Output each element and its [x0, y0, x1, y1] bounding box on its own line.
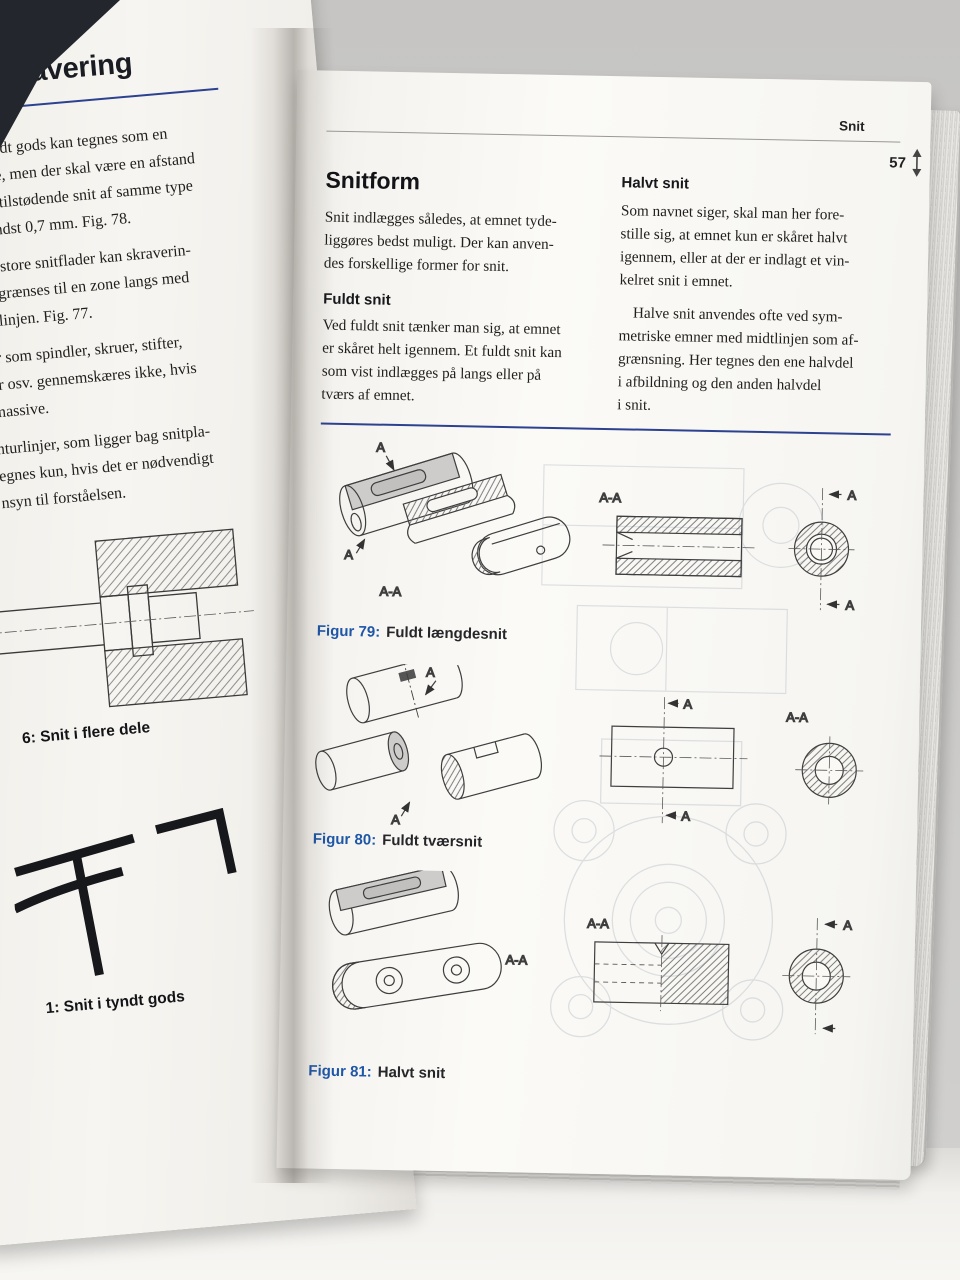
text-columns: Snitform Snit indlægges således, at emne… — [321, 167, 892, 422]
right-page: Snit 57 Snitform Snit indlægges således,… — [276, 70, 932, 1180]
shaft-with-slot — [328, 868, 459, 936]
cutting-plane-label-a: A — [681, 809, 690, 824]
left-page: vigelse a skravering i tyndt gods kan te… — [0, 0, 417, 1247]
cylinder-hatched-cut-face — [440, 733, 542, 800]
paragraph: i tyndt gods kan tegnes som en linje, me… — [0, 109, 310, 246]
cylinder-gray-cut-face — [315, 731, 410, 791]
figure-caption-text: Fuldt længdesnit — [385, 623, 508, 644]
cutting-plane-label-a: A — [391, 812, 400, 827]
figure-79-section-view: A-A A A — [599, 487, 858, 613]
intro-paragraph: Snit indlægges således, at emnet tyde- l… — [324, 206, 595, 280]
paragraph: Ved fuldt snit tænker man sig, at emnet … — [321, 314, 593, 411]
paragraph: Halve snit anvendes ofte ved sym- metris… — [617, 301, 889, 421]
text-line: tværs af emnet. — [321, 385, 415, 405]
cutting-plane-label-a: A — [847, 488, 856, 503]
section-divider-blue-rule — [320, 422, 891, 436]
figure-79-caption: Figur 79:Fuldt længdesnit — [317, 622, 507, 643]
figure-caption-number: Figur 79: — [316, 622, 381, 641]
cutting-plane-label-a: A — [426, 665, 435, 680]
cutting-plane-label-a: A — [845, 598, 854, 613]
half-shaft-hatched — [402, 473, 516, 544]
left-heading-rule — [0, 87, 219, 112]
section-label-aa: A-A — [379, 584, 401, 599]
figure-76-section-drawing — [0, 528, 254, 708]
figure-81-caption: Figur 81: Halvt snit — [308, 1062, 445, 1082]
section-label-aa: A-A — [786, 710, 808, 725]
column-left: Snitform Snit indlægges således, at emne… — [321, 167, 596, 416]
page-number-row: 57 — [889, 147, 924, 178]
paragraph: er som spindler, skruer, stifter, er osv… — [0, 317, 326, 427]
column-right: Halvt snit Som navnet siger, skal man he… — [617, 172, 892, 421]
figure-caption-number: Figur 80: — [312, 830, 377, 849]
section-label-aa: A-A — [599, 490, 621, 505]
subheading-fuldt-snit: Fuldt snit — [323, 290, 391, 309]
cutting-plane-label-a: A — [843, 918, 852, 933]
figure-caption-number: Figur 81: — [308, 1062, 372, 1081]
cylinder-with-cut-line — [346, 662, 463, 724]
section-title: Snitform — [325, 166, 421, 195]
running-header: Snit — [838, 118, 865, 134]
page-number: 57 — [889, 153, 907, 172]
section-label-aa: A-A — [505, 952, 527, 967]
cutting-plane-label-a: A — [344, 547, 353, 562]
header-rule — [326, 130, 901, 143]
figure-thin-sheet-drawing — [12, 807, 237, 976]
section-label-aa: A-A — [587, 916, 609, 931]
figure-caption-text: Fuldt tværsnit — [382, 831, 483, 851]
paragraph: nturlinjer, som ligger bag snitpla- egne… — [0, 408, 333, 518]
text-line: i snit. — [617, 396, 652, 414]
figure-81-section-view: A-A A — [587, 915, 853, 1035]
figure-80-section-view: A A A-A — [599, 696, 864, 824]
figure-80-isometric-drawing: A A — [315, 662, 542, 828]
plate-half-section — [332, 942, 502, 1010]
left-page-content: vigelse a skravering i tyndt gods kan te… — [0, 0, 377, 1018]
figure-81-isometric-drawing: A-A — [328, 868, 528, 1010]
figure-79-isometric-drawing: A A A-A — [339, 439, 571, 600]
cutting-plane-label-a: A — [376, 440, 385, 455]
subheading-halvt-snit: Halvt snit — [621, 174, 690, 193]
half-shell-piece — [471, 516, 571, 576]
figure-caption-text: Halvt snit — [377, 1063, 446, 1083]
cutting-plane-label-a: A — [683, 697, 692, 712]
paragraph: ed store snitflader kan skraverin- begræ… — [0, 226, 318, 336]
page-number-arrow-icon — [912, 148, 922, 177]
paragraph: Som navnet siger, skal man her fore- sti… — [619, 199, 891, 296]
figure-80-caption: Figur 80: Fuldt tværsnit — [313, 830, 483, 850]
